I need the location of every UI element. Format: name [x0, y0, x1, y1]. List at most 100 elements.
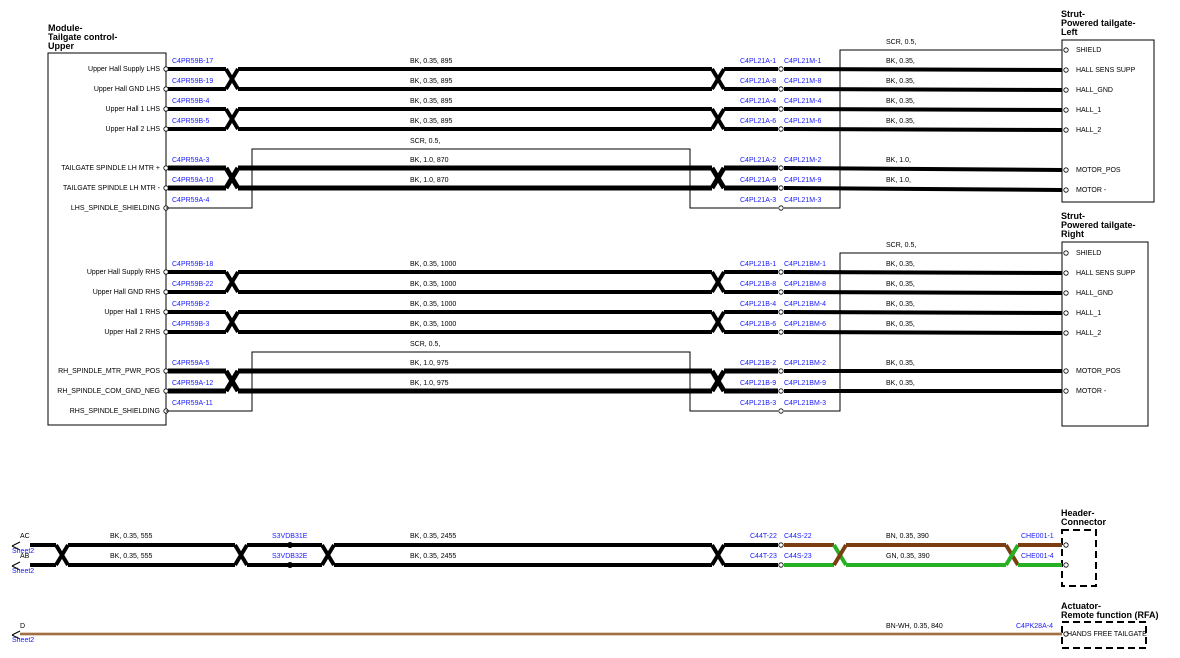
strut-right-title: Strut- Powered tailgate- Right — [1061, 211, 1138, 239]
pin-terminal — [163, 269, 169, 275]
connector-label: C4PL21B-9 — [740, 380, 776, 387]
title-line: Header- — [1061, 508, 1095, 518]
pin-terminal — [1063, 187, 1069, 193]
wire-spec-label: BK, 0.35, — [886, 78, 915, 85]
connector-label: C4PL21BM-9 — [784, 380, 826, 387]
module-pin-label: TAILGATE SPINDLE LH MTR - — [63, 185, 161, 192]
connector-label: C4PL21A-4 — [740, 98, 776, 105]
wire-segment — [783, 290, 1063, 295]
header-connector-title: Header- Connector — [1061, 508, 1106, 527]
wire-segment — [54, 543, 70, 567]
strut-pin-label: HALL_GND — [1076, 87, 1113, 94]
actuator-rfa-title: Actuator- Remote function (RFA) — [1061, 601, 1159, 620]
module-pin-label: Upper Hall GND RHS — [93, 289, 161, 296]
wire-spec-label: BK, 0.35, 895 — [410, 118, 453, 125]
module-pin-label: Upper Hall 1 LHS — [106, 106, 161, 113]
wire-spec-label: BK, 0.35, — [886, 360, 915, 367]
wire-spec-label: BK, 0.35, 895 — [410, 58, 453, 65]
wire-segment — [710, 270, 726, 294]
strut-pin-label: MOTOR_POS — [1076, 368, 1121, 375]
connector-label: C4PL21M-3 — [784, 197, 821, 204]
pin-terminal — [778, 289, 784, 295]
connector-label: C4PL21B-1 — [740, 261, 776, 268]
title-line: Powered tailgate- — [1061, 18, 1136, 28]
pin-terminal — [1063, 127, 1069, 133]
connector-label: C4PL21A-8 — [740, 78, 776, 85]
connector-label: CHE001-1 — [1021, 533, 1054, 540]
pin-terminal — [778, 542, 784, 548]
strut-pin-label: MOTOR - — [1076, 187, 1107, 194]
off-sheet-arrow — [11, 561, 21, 571]
wire-segment — [710, 310, 726, 334]
title-line: Strut- — [1061, 211, 1085, 221]
connector-label: C44S-22 — [784, 533, 812, 540]
module-pin-label: Upper Hall 2 RHS — [104, 329, 160, 336]
pin-terminal — [778, 408, 784, 414]
connector-label: C4PL21B-6 — [740, 321, 776, 328]
wire-spec-label: BK, 0.35, 895 — [410, 78, 453, 85]
pin-terminal — [163, 106, 169, 112]
wire-spec-label: BK, 0.35, — [886, 118, 915, 125]
wire-spec-label: BK, 0.35, — [886, 261, 915, 268]
wire-segment — [783, 310, 1063, 315]
pin-terminal — [163, 368, 169, 374]
module-pin-label: RH_SPINDLE_COM_GND_NEG — [57, 388, 160, 395]
connector-label: C4PL21M-4 — [784, 98, 821, 105]
wire-spec-label: SCR, 0.5, — [886, 39, 916, 46]
pin-terminal — [163, 309, 169, 315]
pin-terminal — [1063, 250, 1069, 256]
wire-spec-label: BK, 1.0, — [886, 157, 911, 164]
pin-terminal — [1063, 167, 1069, 173]
wire-spec-label: GN, 0.35, 390 — [886, 553, 930, 560]
wire-segment — [783, 87, 1063, 92]
wire-spec-label: BK, 1.0, — [886, 177, 911, 184]
pin-terminal — [1063, 107, 1069, 113]
strut-pin-label: HALL_2 — [1076, 127, 1101, 134]
wire-spec-label: BK, 0.35, 2455 — [410, 553, 456, 560]
pin-terminal — [778, 562, 784, 568]
pin-terminal — [1063, 87, 1069, 93]
strut-pin-label: MOTOR_POS — [1076, 167, 1121, 174]
sheet-reference: Sheet2 — [12, 637, 34, 644]
connector-label: C4PL21B-2 — [740, 360, 776, 367]
wire-segment — [710, 107, 726, 131]
connector-label: C4PL21BM-4 — [784, 301, 826, 308]
strut-pin-label: SHIELD — [1076, 47, 1101, 54]
connector-label: C4PR59A-4 — [172, 197, 209, 204]
title-line: Connector — [1061, 517, 1106, 527]
wire-spec-label: BK, 0.35, — [886, 301, 915, 308]
wire-segment — [223, 369, 241, 393]
wire-spec-label: SCR, 0.5, — [886, 242, 916, 249]
wire-segment — [783, 330, 1063, 335]
off-sheet-arrow — [11, 541, 21, 551]
pin-terminal — [1063, 368, 1069, 374]
pin-terminal — [778, 86, 784, 92]
connector-label: C4PR59B-4 — [172, 98, 209, 105]
connector-label: C4PL21M-2 — [784, 157, 821, 164]
strut-pin-label: HALL SENS SUPP — [1076, 270, 1136, 277]
connector-label: C4PR59B-3 — [172, 321, 209, 328]
strut-pin-label: HALL_1 — [1076, 310, 1101, 317]
wire-segment — [1004, 543, 1020, 567]
connector-label: C4PK28A-4 — [1016, 623, 1053, 630]
wire-segment — [783, 166, 1063, 172]
splice-label: S3VDB32E — [272, 553, 308, 560]
title-line: Actuator- — [1061, 601, 1101, 611]
connector-label: C44S-23 — [784, 553, 812, 560]
title-line: Powered tailgate- — [1061, 220, 1136, 230]
strut-left-title: Strut- Powered tailgate- Left — [1061, 9, 1138, 37]
connector-label: C4PL21A-1 — [740, 58, 776, 65]
pin-terminal — [778, 165, 784, 171]
pin-terminal — [163, 126, 169, 132]
pin-terminal — [1063, 270, 1069, 276]
title-line: Upper — [48, 41, 75, 51]
connector-label: C4PL21B-3 — [740, 400, 776, 407]
wire-spec-label: BK, 0.35, 1000 — [410, 261, 456, 268]
connector-label: C4PR59B-5 — [172, 118, 209, 125]
shield-wire — [166, 351, 778, 412]
module-pin-label: Upper Hall 2 LHS — [106, 126, 161, 133]
module-pin-label: Upper Hall Supply LHS — [88, 66, 160, 73]
actuator-pin-label: HANDS FREE TAILGATE — [1067, 631, 1147, 638]
title-line: Tailgate control- — [48, 32, 117, 42]
